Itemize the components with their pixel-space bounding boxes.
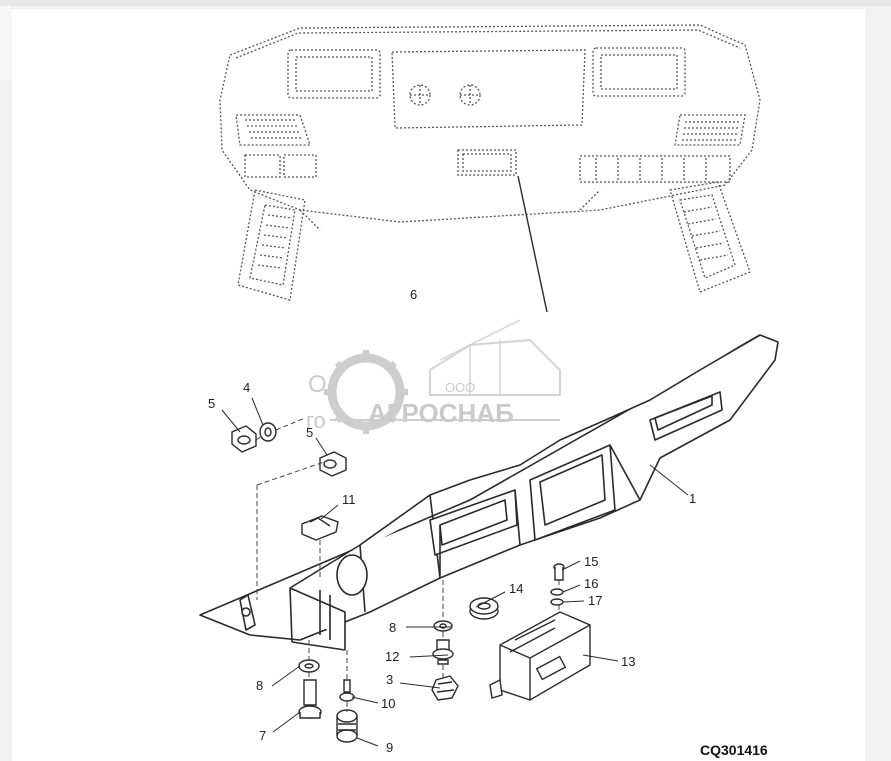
washer-4	[259, 422, 277, 442]
callout-14: 14	[509, 581, 523, 596]
screw-10	[339, 679, 355, 702]
callout-6: 6	[410, 287, 417, 302]
nut-5-lower	[319, 451, 347, 477]
push-nut-3	[431, 675, 459, 701]
callout-17: 17	[588, 593, 602, 608]
callout-labels: 1 3 4 5 5 6 7 8 8 9 10 11 12 13 14 15 16…	[208, 287, 696, 755]
callout-5-upper: 5	[208, 396, 215, 411]
watermark-fragment-2: го	[306, 408, 326, 433]
clip-11	[301, 515, 339, 541]
callout-11: 11	[342, 492, 356, 507]
callout-1: 1	[689, 491, 696, 506]
callout-5-lower: 5	[306, 425, 313, 440]
nut-5-upper	[231, 425, 257, 453]
watermark-fragment: О	[308, 371, 327, 398]
screw-15	[553, 563, 565, 581]
callout-leaders	[221, 397, 689, 747]
leader-line-dashboard	[517, 175, 548, 313]
control-module-13	[489, 611, 591, 701]
grommet-14	[469, 597, 499, 620]
assembly-lines	[255, 417, 560, 712]
screw-12	[432, 639, 454, 665]
watermark-logo: ООО АГРОСНАБ О го	[306, 319, 561, 434]
washer-16	[550, 588, 564, 596]
callout-10: 10	[381, 696, 395, 711]
watermark-brand-text: АГРОСНАБ	[368, 398, 514, 428]
callout-16: 16	[584, 576, 598, 591]
callout-8-left: 8	[256, 678, 263, 693]
callout-13: 13	[621, 654, 635, 669]
callout-3: 3	[386, 672, 393, 687]
grommet-9	[336, 709, 358, 743]
dashboard-outline	[219, 24, 761, 301]
callout-8-right: 8	[389, 620, 396, 635]
callout-12: 12	[385, 649, 399, 664]
hardware-parts	[231, 422, 591, 743]
top-bar	[0, 0, 891, 6]
callout-4: 4	[243, 380, 250, 395]
washer-8-right	[433, 620, 453, 632]
callout-15: 15	[584, 554, 598, 569]
washer-17	[550, 598, 564, 606]
figure-id: CQ301416	[700, 742, 768, 758]
callout-7: 7	[259, 728, 266, 743]
washer-8-left	[298, 659, 320, 673]
instrument-bracket	[199, 334, 779, 651]
watermark-small-text: ООО	[445, 380, 475, 395]
callout-9: 9	[386, 740, 393, 755]
screw-7	[298, 679, 322, 719]
